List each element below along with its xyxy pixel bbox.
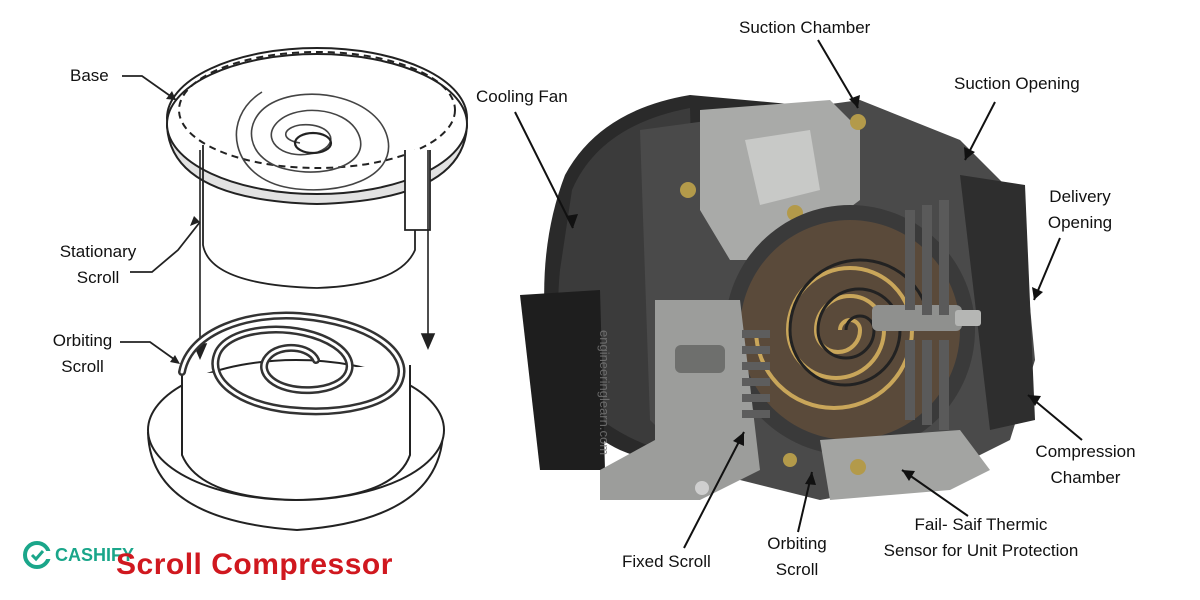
- cashify-logo: CASHIFY: [22, 540, 134, 570]
- fixed-scroll-fins: [600, 300, 770, 500]
- label-suction-opening: Suction Opening: [954, 74, 1080, 93]
- diagram-title: Scroll Compressor: [116, 548, 393, 581]
- label-orbiting-scroll-right-line1: Orbiting: [767, 534, 827, 553]
- label-compression-chamber-line1: Compression: [1035, 442, 1136, 461]
- label-base: Base: [70, 66, 109, 85]
- assembly-arrows: [192, 150, 436, 361]
- label-compression-chamber-line2: Chamber: [1050, 468, 1121, 488]
- label-compression-chamber: Compression Chamber: [1018, 442, 1153, 489]
- left-leaders: [120, 75, 201, 363]
- watermark: engineeringlearn.com: [597, 330, 612, 456]
- label-cooling-fan: Cooling Fan: [476, 87, 568, 106]
- base-plate: [166, 47, 468, 206]
- label-fail-safe-line1: Fail- Saif Thermic: [914, 515, 1048, 534]
- label-delivery-opening: Delivery Opening: [1030, 187, 1130, 234]
- label-delivery-opening-line2: Opening: [1047, 213, 1113, 233]
- label-stationary-scroll: Stationary Scroll: [48, 242, 148, 289]
- cashify-logo-icon: [23, 541, 51, 569]
- stationary-scroll-body: [202, 145, 431, 289]
- label-orbiting-scroll-left-line2: Scroll: [61, 357, 104, 377]
- label-fail-safe-line2: Sensor for Unit Protection: [883, 541, 1079, 561]
- cashify-logo-text: CASHIFY: [55, 544, 135, 565]
- label-suction-chamber: Suction Chamber: [739, 18, 871, 37]
- label-orbiting-scroll-left: Orbiting Scroll: [40, 331, 125, 378]
- sensor-fins: [905, 200, 949, 430]
- label-stationary-scroll-line1: Stationary: [59, 242, 137, 261]
- label-fail-safe-sensor: Fail- Saif Thermic Sensor for Unit Prote…: [856, 515, 1106, 562]
- label-delivery-opening-line1: Delivery: [1049, 187, 1111, 206]
- label-fixed-scroll: Fixed Scroll: [622, 552, 711, 571]
- label-orbiting-scroll-left-line1: Orbiting: [52, 331, 113, 350]
- stationary-scroll-spiral: [235, 91, 390, 191]
- orbiting-scroll-base: [147, 359, 445, 532]
- label-stationary-scroll-line2: Scroll: [76, 268, 120, 288]
- label-orbiting-scroll-right: Orbiting Scroll: [752, 534, 842, 581]
- bottom-mount: [783, 430, 990, 500]
- label-orbiting-scroll-right-line2: Scroll: [775, 560, 819, 580]
